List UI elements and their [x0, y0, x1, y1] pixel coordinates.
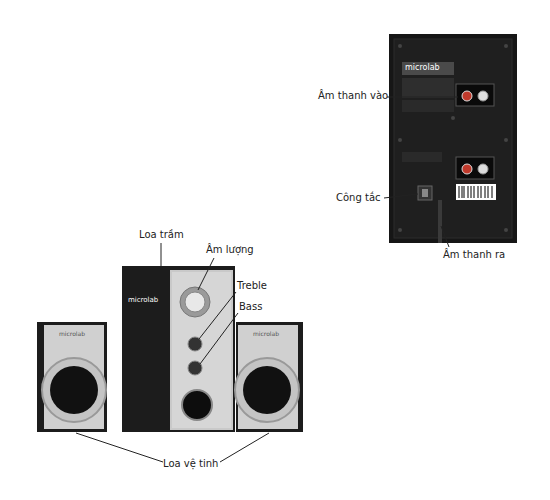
brand-text: microlab [59, 331, 85, 338]
satellite-driver [50, 366, 98, 414]
part-label: Treble [237, 280, 267, 292]
bass-knob [188, 361, 202, 375]
satellite-ring [235, 358, 299, 422]
power-switch [418, 186, 432, 200]
brand-plate [402, 62, 454, 75]
treble-knob [188, 337, 202, 351]
subwoofer-body [122, 266, 235, 432]
cable [438, 200, 442, 243]
switch-toggle [422, 189, 428, 197]
rca-jack [478, 164, 488, 174]
part-label: Công tắc [336, 192, 381, 204]
barcode-lines [459, 186, 492, 198]
volume-knob [180, 287, 210, 317]
brand-text: microlab [128, 296, 158, 304]
brand-text: microlab [253, 331, 279, 338]
rca-jack [478, 91, 488, 101]
spec-plate [402, 78, 454, 98]
satellite-body [236, 322, 303, 432]
leader-lines [76, 97, 458, 462]
back-panel-inner [394, 39, 512, 238]
screws [398, 44, 508, 232]
rca-jack [462, 164, 472, 174]
part-label: Âm thanh vào [318, 90, 388, 102]
cert-marks [402, 152, 442, 162]
input-jack-box [456, 84, 494, 106]
brand-text: microlab [405, 63, 440, 72]
satellite-driver [243, 366, 291, 414]
barcode [456, 184, 496, 200]
part-label: Loa trầm [139, 229, 184, 241]
part-label: Loa vệ tinh [163, 458, 218, 470]
part-label: Âm thanh ra [443, 249, 505, 261]
volume-knob-cap [185, 292, 205, 312]
part-label: Âm lượng [206, 244, 254, 256]
satellite-ring [42, 358, 106, 422]
bass-port [182, 390, 212, 420]
satellite-body [37, 322, 107, 432]
subwoofer-front [170, 270, 233, 430]
subwoofer-front-inner [172, 272, 231, 428]
rca-jack [462, 91, 472, 101]
warning-plate [402, 100, 454, 112]
output-jack-box [456, 157, 494, 179]
part-label: Bass [239, 301, 262, 313]
back-panel [389, 34, 517, 243]
